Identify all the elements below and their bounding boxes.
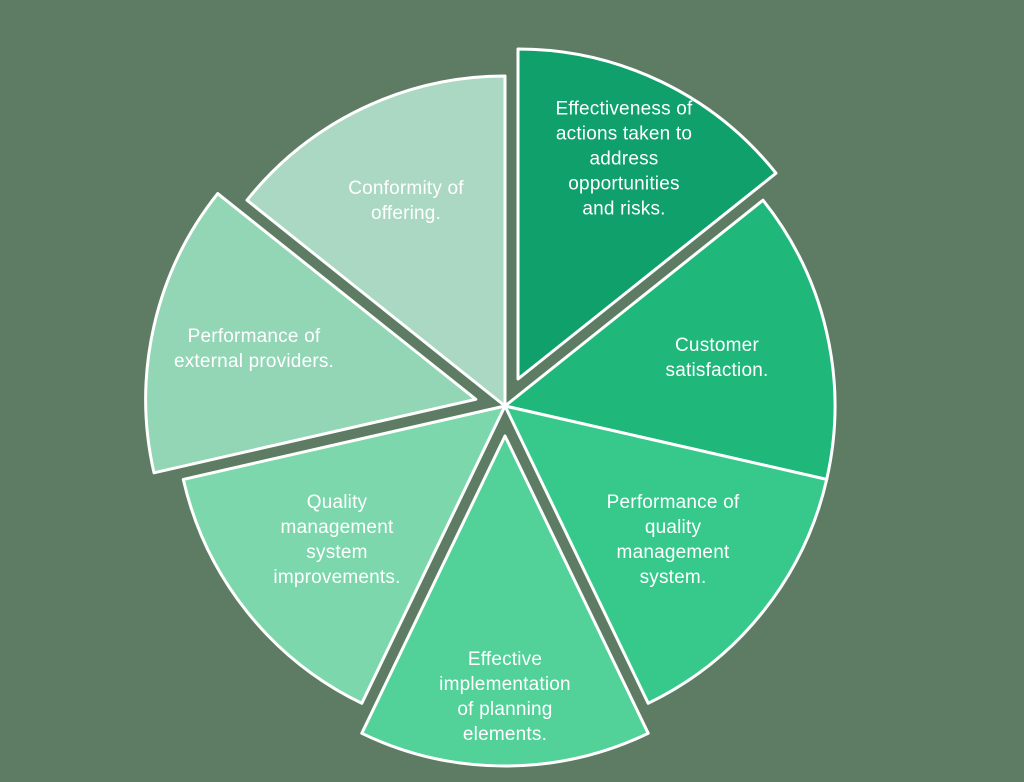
pie-slice-7 [245,74,507,408]
pie-slice-2 [503,198,837,481]
pie-slice-3 [503,404,829,705]
pie-slice-4 [360,434,650,768]
pie-slice-6 [144,192,478,475]
pie-slice-1 [516,47,778,381]
pie-slice-5 [181,404,507,705]
